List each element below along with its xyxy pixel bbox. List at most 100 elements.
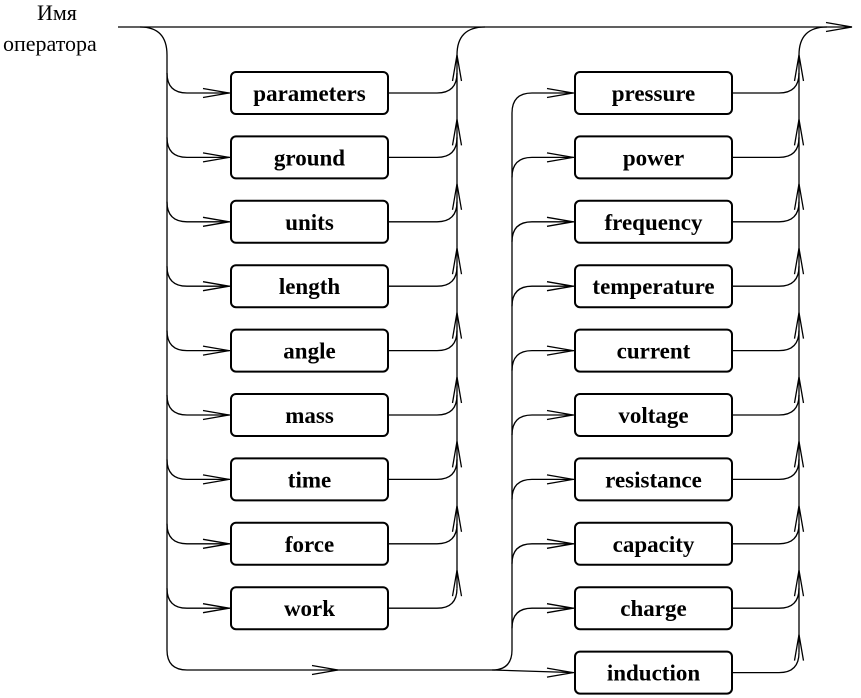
- left-branch-in-5: [166, 394, 231, 416]
- keyword-box-frequency: frequency: [574, 199, 733, 244]
- right-branch-out-5: [732, 394, 800, 416]
- bottom-trunk-arrow: [311, 664, 339, 676]
- left-rejoin-bus: [456, 26, 486, 589]
- left-branch-in-2: [166, 201, 231, 223]
- keyword-label: power: [623, 145, 684, 170]
- arrowheads: [202, 21, 853, 678]
- exit-arrow: [825, 21, 853, 33]
- left-branch-in-4: [166, 330, 231, 352]
- keyword-box-angle: angle: [230, 328, 389, 373]
- right-rejoin-arrow-3: [793, 248, 805, 275]
- left-branch-out-8: [388, 588, 458, 609]
- keyword-label: work: [284, 596, 335, 621]
- keyword-box-frame: [230, 393, 389, 437]
- right-branch-arrow-8: [546, 603, 574, 614]
- keyword-box-frame: [230, 586, 389, 631]
- keyword-box-parameters: parameters: [230, 71, 389, 115]
- keyword-box-units: units: [230, 199, 389, 244]
- right-branch-out-1: [732, 137, 800, 159]
- left-rejoin-arrow-5: [451, 376, 463, 404]
- keyword-label: pressure: [612, 81, 696, 106]
- right-branch-in-0: [511, 92, 575, 114]
- keyword-box-frame: [230, 328, 389, 373]
- right-branch-arrow-7: [546, 538, 574, 549]
- left-branch-in-8: [166, 588, 231, 609]
- right-branch-in-9: [491, 669, 576, 674]
- left-rejoin-arrow-6: [451, 441, 463, 468]
- left-branch-out-4: [388, 330, 458, 352]
- keyword-box-work: work: [230, 586, 389, 631]
- keyword-box-charge: charge: [574, 586, 733, 631]
- left-rejoin-arrow-7: [451, 505, 463, 532]
- keyword-label: capacity: [613, 532, 695, 557]
- left-rejoin-arrow-8: [451, 570, 463, 597]
- left-branch-in-6: [166, 459, 231, 481]
- right-branch-out-3: [732, 266, 800, 287]
- keyword-box-frame: [230, 521, 389, 566]
- left-branch-in-3: [166, 266, 231, 287]
- keyword-label: units: [285, 210, 334, 235]
- left-rejoin-arrow-0: [451, 54, 463, 82]
- keyword-box-frame: [574, 650, 733, 695]
- left-branch-arrow-3: [202, 281, 230, 292]
- right-branch-in-5: [511, 414, 575, 436]
- right-rejoin-arrow-0: [793, 54, 805, 82]
- keyword-box-frame: [230, 264, 389, 309]
- keyword-box-induction: induction: [574, 650, 733, 695]
- keyword-label: induction: [607, 661, 701, 686]
- left-branch-arrow-8: [202, 603, 230, 614]
- keyword-box-frame: [574, 328, 733, 373]
- left-branch-in-0: [166, 72, 231, 94]
- left-branch-in-7: [166, 523, 231, 545]
- left-branch-out-5: [388, 394, 458, 416]
- left-branch-out-2: [388, 201, 458, 223]
- operator-name-label-line2: оператора: [3, 31, 97, 56]
- right-branch-arrow-6: [546, 474, 574, 485]
- keyword-box-frame: [574, 71, 733, 115]
- keyword-label: mass: [285, 403, 334, 428]
- keyword-box-force: force: [230, 521, 389, 566]
- keyword-label: time: [288, 467, 331, 492]
- keyword-box-frame: [574, 521, 733, 566]
- keyword-label: temperature: [592, 274, 714, 299]
- left-branch-arrow-2: [202, 216, 230, 227]
- keyword-box-frame: [230, 457, 389, 502]
- right-rejoin-arrow-6: [793, 441, 805, 468]
- left-rejoin-arrow-4: [451, 312, 463, 339]
- keyword-box-frame: [230, 71, 389, 115]
- right-branch-arrow-0: [546, 87, 574, 99]
- right-branch-out-8: [732, 588, 800, 609]
- keyword-box-power: power: [574, 135, 733, 180]
- right-rejoin-arrow-4: [793, 312, 805, 339]
- right-branch-in-1: [511, 156, 575, 178]
- right-bus: [491, 113, 513, 671]
- keyword-box-current: current: [574, 328, 733, 373]
- right-rejoin-arrow-2: [793, 183, 805, 210]
- keyword-box-frame: [574, 393, 733, 437]
- connector-lines: [118, 26, 852, 674]
- right-branch-in-2: [511, 221, 575, 242]
- keyword-label: force: [285, 532, 334, 557]
- right-branch-in-8: [511, 607, 575, 629]
- keyword-box-length: length: [230, 264, 389, 309]
- right-branch-out-9: [732, 652, 800, 674]
- keyword-label: current: [617, 339, 691, 364]
- left-bus: [166, 55, 188, 671]
- keyword-box-capacity: capacity: [574, 521, 733, 566]
- operator-name-label-line1: Имя: [37, 0, 77, 25]
- keyword-box-frame: [230, 199, 389, 244]
- left-branch-arrow-4: [202, 345, 230, 356]
- keyword-box-frame: [230, 135, 389, 180]
- right-rejoin-arrow-9: [793, 634, 805, 661]
- right-branch-arrow-4: [546, 345, 574, 356]
- left-branch-arrow-0: [202, 87, 230, 99]
- keyword-label: resistance: [605, 467, 702, 492]
- left-keyword-column: parametersgroundunitslengthanglemasstime…: [230, 71, 389, 631]
- keyword-label: frequency: [605, 210, 703, 235]
- left-rejoin-arrow-2: [451, 183, 463, 210]
- left-branch-out-6: [388, 459, 458, 481]
- keyword-label: angle: [283, 339, 335, 364]
- right-branch-arrow-9: [546, 667, 574, 678]
- left-rejoin-arrow-1: [451, 119, 463, 146]
